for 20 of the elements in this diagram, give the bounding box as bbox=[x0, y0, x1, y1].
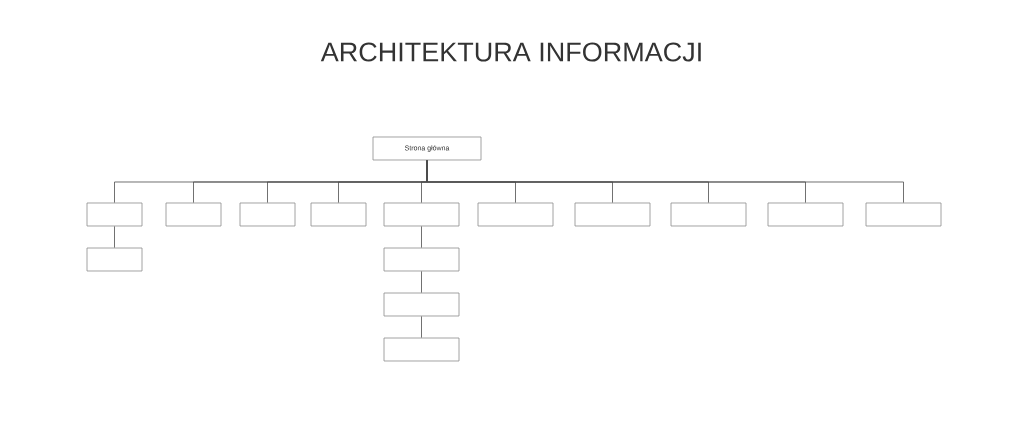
empty-box bbox=[239, 202, 296, 227]
empty-box bbox=[574, 202, 651, 227]
title: ARCHITEKTURA INFORMACJI bbox=[320, 42, 701, 62]
empty-box bbox=[86, 202, 143, 227]
empty-box bbox=[383, 247, 460, 272]
connector-line bbox=[421, 226, 422, 248]
connector-line bbox=[114, 226, 115, 248]
empty-box bbox=[383, 292, 460, 317]
empty-box bbox=[165, 202, 222, 227]
connector-line bbox=[421, 271, 422, 293]
empty-box bbox=[767, 202, 844, 227]
empty-box bbox=[383, 202, 460, 227]
empty-box bbox=[86, 247, 143, 272]
empty-box bbox=[670, 202, 747, 227]
empty-box bbox=[865, 202, 942, 227]
empty-box bbox=[477, 202, 554, 227]
connector-line bbox=[421, 316, 422, 338]
connector-line bbox=[426, 160, 904, 203]
empty-box bbox=[383, 337, 460, 362]
empty-box bbox=[310, 202, 367, 227]
